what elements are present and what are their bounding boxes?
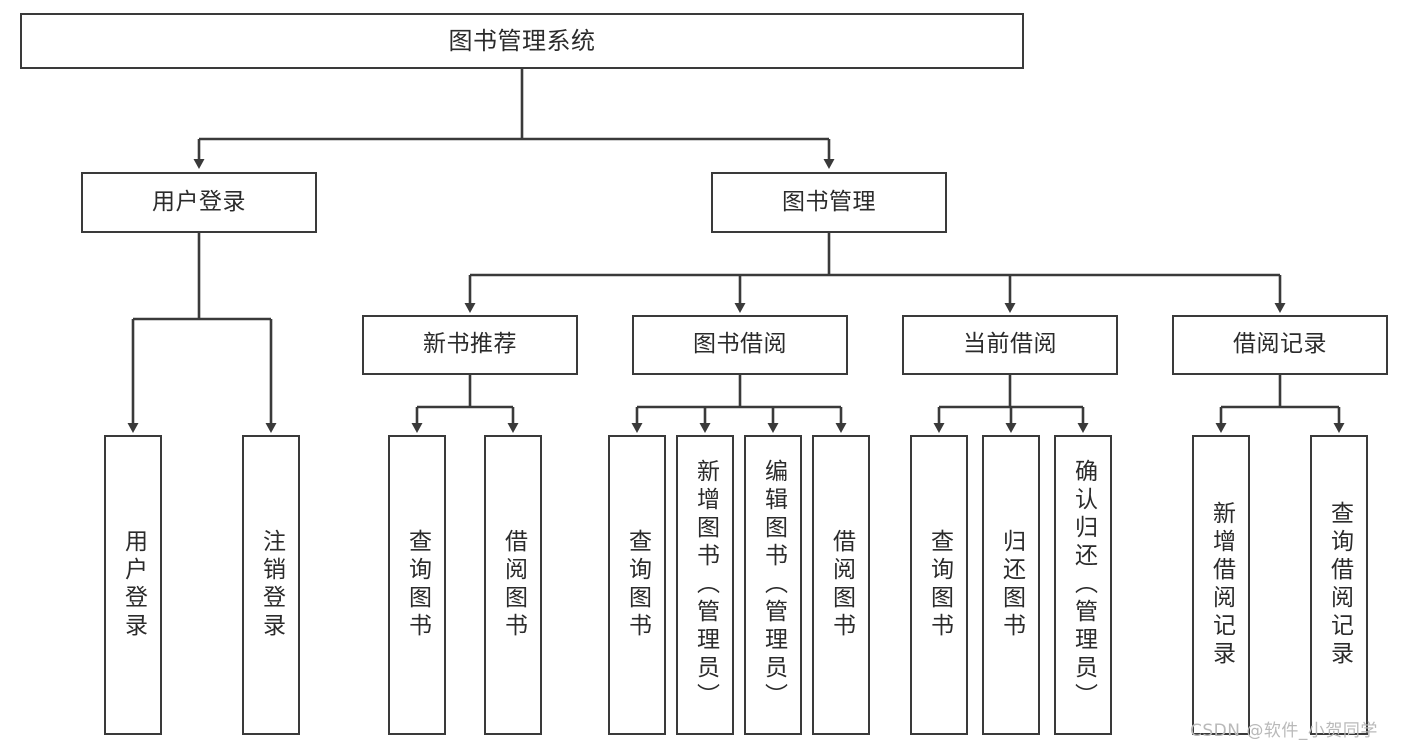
node-leaf-confirm-return-label: 确认归还（管理员） bbox=[1070, 459, 1097, 711]
node-leaf-add-record[interactable]: 新增借阅记录 bbox=[1192, 435, 1250, 735]
node-leaf-add-book-label: 新增图书（管理员） bbox=[692, 459, 719, 711]
node-leaf-add-record-label: 新增借阅记录 bbox=[1208, 501, 1235, 669]
node-leaf-query-record[interactable]: 查询借阅记录 bbox=[1310, 435, 1368, 735]
node-leaf-user-login-label: 用户登录 bbox=[120, 529, 147, 641]
node-book-borrow[interactable]: 图书借阅 bbox=[632, 315, 848, 375]
node-leaf-confirm-return[interactable]: 确认归还（管理员） bbox=[1054, 435, 1112, 735]
node-new-book-recommend-label: 新书推荐 bbox=[423, 331, 517, 358]
node-leaf-borrow-book-2-label: 借阅图书 bbox=[828, 529, 855, 641]
node-leaf-query-book-2-label: 查询图书 bbox=[624, 529, 651, 641]
node-leaf-borrow-book-2[interactable]: 借阅图书 bbox=[812, 435, 870, 735]
node-new-book-recommend[interactable]: 新书推荐 bbox=[362, 315, 578, 375]
node-root[interactable]: 图书管理系统 bbox=[20, 13, 1024, 69]
node-book-manage-label: 图书管理 bbox=[782, 188, 876, 215]
node-leaf-borrow-book-1-label: 借阅图书 bbox=[500, 529, 527, 641]
node-leaf-edit-book-label: 编辑图书（管理员） bbox=[760, 459, 787, 711]
node-user-login-label: 用户登录 bbox=[152, 188, 246, 215]
node-borrow-record[interactable]: 借阅记录 bbox=[1172, 315, 1388, 375]
node-leaf-query-book-2[interactable]: 查询图书 bbox=[608, 435, 666, 735]
node-leaf-user-login[interactable]: 用户登录 bbox=[104, 435, 162, 735]
node-leaf-user-logout[interactable]: 注销登录 bbox=[242, 435, 300, 735]
node-root-label: 图书管理系统 bbox=[448, 26, 596, 55]
node-leaf-query-book-3-label: 查询图书 bbox=[926, 529, 953, 641]
csdn-watermark: CSDN @软件_小贺同学 bbox=[1190, 721, 1378, 741]
node-book-borrow-label: 图书借阅 bbox=[693, 331, 787, 358]
node-leaf-return-book[interactable]: 归还图书 bbox=[982, 435, 1040, 735]
node-user-login[interactable]: 用户登录 bbox=[81, 172, 317, 233]
node-book-manage[interactable]: 图书管理 bbox=[711, 172, 947, 233]
node-leaf-query-book-1-label: 查询图书 bbox=[404, 529, 431, 641]
node-leaf-query-book-3[interactable]: 查询图书 bbox=[910, 435, 968, 735]
node-leaf-query-record-label: 查询借阅记录 bbox=[1326, 501, 1353, 669]
node-leaf-query-book-1[interactable]: 查询图书 bbox=[388, 435, 446, 735]
node-borrow-record-label: 借阅记录 bbox=[1233, 331, 1327, 358]
node-leaf-edit-book[interactable]: 编辑图书（管理员） bbox=[744, 435, 802, 735]
node-leaf-add-book[interactable]: 新增图书（管理员） bbox=[676, 435, 734, 735]
node-current-borrow[interactable]: 当前借阅 bbox=[902, 315, 1118, 375]
node-leaf-user-logout-label: 注销登录 bbox=[258, 529, 285, 641]
node-leaf-borrow-book-1[interactable]: 借阅图书 bbox=[484, 435, 542, 735]
node-current-borrow-label: 当前借阅 bbox=[963, 331, 1057, 358]
node-leaf-return-book-label: 归还图书 bbox=[998, 529, 1025, 641]
